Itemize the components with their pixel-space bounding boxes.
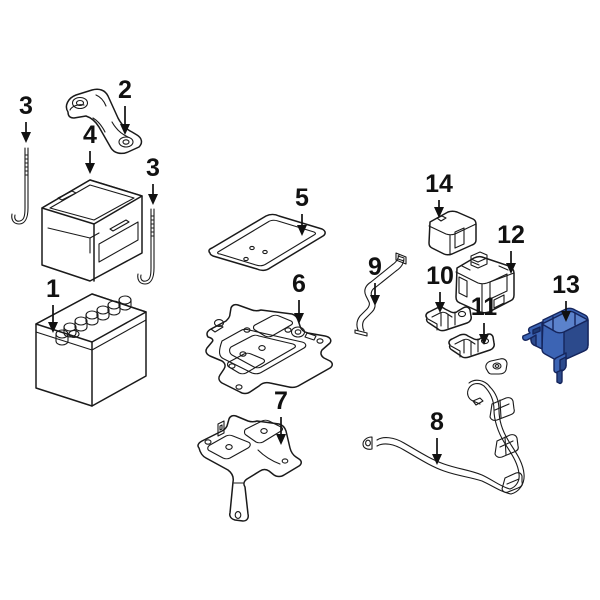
callout-6: 6 (292, 270, 306, 324)
callout-3-right-number: 3 (146, 154, 160, 182)
part-13-battery-sensor-bracket[interactable] (522, 307, 589, 385)
callout-7: 7 (274, 387, 288, 445)
callout-9-number: 9 (368, 253, 382, 281)
callout-7-number: 7 (274, 387, 288, 415)
part-11-negative-terminal-clamp[interactable] (448, 333, 495, 359)
callout-2-number: 2 (118, 76, 132, 104)
callout-3-left-number: 3 (19, 92, 33, 120)
callout-5: 5 (295, 184, 309, 236)
part-5-battery-tray-pad[interactable] (208, 213, 326, 272)
callout-13: 13 (552, 271, 580, 322)
callout-14: 14 (425, 170, 453, 218)
part-6-battery-tray[interactable] (205, 303, 333, 395)
callout-10: 10 (426, 262, 454, 313)
part-3-battery-hold-down-rod-left[interactable] (11, 147, 29, 225)
callout-11: 11 (471, 293, 498, 345)
callout-4: 4 (83, 121, 97, 174)
callout-1: 1 (46, 275, 60, 333)
callout-6-number: 6 (292, 270, 306, 298)
callout-9: 9 (368, 253, 382, 306)
callout-12-number: 12 (497, 221, 525, 249)
part-12-fusible-link-block[interactable] (455, 251, 515, 314)
callout-4-number: 4 (83, 121, 97, 149)
callout-3-left: 3 (19, 92, 33, 143)
callout-group: 1 2 3 3 4 (19, 76, 580, 465)
part-4-battery-insulator-cover[interactable] (41, 179, 143, 282)
callout-3-right: 3 (146, 154, 160, 205)
part-7-battery-tray-bracket[interactable] (197, 414, 302, 522)
part-10-positive-terminal-clamp[interactable] (425, 306, 472, 332)
part-8-battery-cable-harness[interactable] (362, 358, 525, 495)
callout-12: 12 (497, 221, 525, 274)
callout-5-number: 5 (295, 184, 309, 212)
part-1-battery[interactable] (35, 293, 147, 407)
part-2-battery-hold-down-clamp[interactable] (65, 88, 143, 155)
callout-13-number: 13 (552, 271, 580, 299)
part-14-fusible-link-block-cover[interactable] (428, 210, 477, 256)
callout-10-number: 10 (426, 262, 454, 290)
callout-2: 2 (118, 76, 132, 135)
callout-1-number: 1 (46, 275, 60, 303)
part-3-battery-hold-down-rod-right[interactable] (137, 208, 155, 285)
callout-8-number: 8 (430, 408, 444, 436)
battery-cell-caps (55, 295, 132, 346)
callout-14-number: 14 (425, 170, 453, 198)
callout-11-number: 11 (471, 293, 498, 321)
callout-8: 8 (430, 408, 444, 465)
